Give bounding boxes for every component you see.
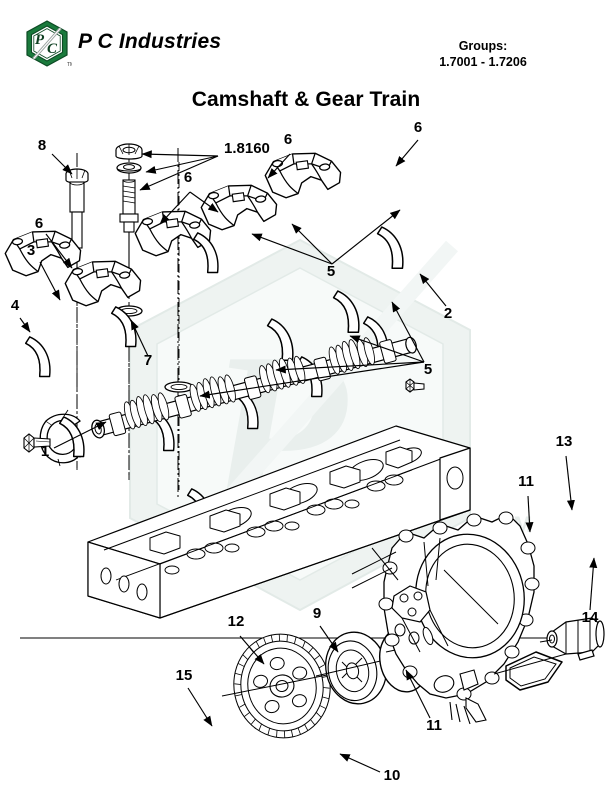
part-4-clamp-bolt [23, 433, 51, 453]
part-13-speed-sensor [539, 617, 605, 655]
part-9-idler-gear [315, 631, 403, 705]
part-1-camshaft [91, 336, 417, 439]
timing-gear-housing [351, 511, 540, 725]
pc-hexagon-logo-icon: P C TM [22, 20, 74, 68]
groups-range: 1.7001 - 1.7206 [439, 55, 527, 69]
callout-14: 14 [582, 609, 599, 626]
callout-10: 10 [384, 767, 401, 784]
part-5-bearing-shell-3 [369, 225, 412, 272]
callout-11b: 11 [426, 717, 442, 734]
callout-15: 15 [176, 667, 193, 684]
callout-6c: 6 [284, 131, 292, 148]
page-title: Camshaft & Gear Train [191, 88, 421, 111]
part-6-bearing-cap-4 [262, 147, 344, 201]
callout-9: 9 [313, 605, 321, 622]
svg-text:TM: TM [67, 62, 72, 68]
part-6-bearing-cap-3 [198, 179, 280, 233]
part-2-thrust-bolt [405, 378, 425, 393]
part-7b-sealing-washer [164, 381, 194, 393]
callout-2: 2 [444, 305, 452, 322]
svg-text:C: C [47, 41, 58, 57]
callout-6d: 6 [414, 119, 422, 136]
groups-block: Groups: 1.7001 - 1.7206 [398, 38, 568, 70]
callout-3: 3 [27, 242, 35, 259]
leader-lines [19, 139, 598, 773]
callout-6a: 6 [35, 215, 43, 232]
callout-11a: 11 [518, 473, 534, 490]
parts-diagram: P TM [0, 118, 612, 792]
page-header: P C TM P C Industries Groups: 1.7001 - 1… [0, 0, 612, 80]
groups-label: Groups: [458, 39, 508, 53]
callout-13: 13 [556, 433, 573, 450]
svg-text:P: P [35, 32, 45, 48]
callout-1: 1 [41, 443, 49, 460]
part-11-cover-gasket-upper [493, 651, 567, 691]
part-6-bearing-cap-5 [2, 225, 84, 279]
callout-5a: 5 [327, 263, 335, 280]
brand-name: P C Industries [78, 30, 222, 53]
callout-5b: 5 [424, 361, 432, 378]
callout-7: 7 [144, 352, 152, 369]
callout-8: 8 [38, 137, 46, 154]
callout-1.8160: 1.8160 [224, 140, 270, 157]
part-14-retainer-clip [577, 649, 595, 661]
part-5-bearing-shell-6 [17, 335, 59, 380]
callout-4: 4 [11, 297, 20, 314]
callout-6b: 6 [184, 169, 192, 186]
callout-numbers: 8 1.8160 6 6 6 6 3 4 7 1 2 5 5 13 11 14 … [11, 119, 599, 784]
part-6-bearing-cap-2 [132, 205, 214, 259]
cylinder-head-casting [87, 425, 471, 619]
callout-12: 12 [228, 613, 245, 630]
